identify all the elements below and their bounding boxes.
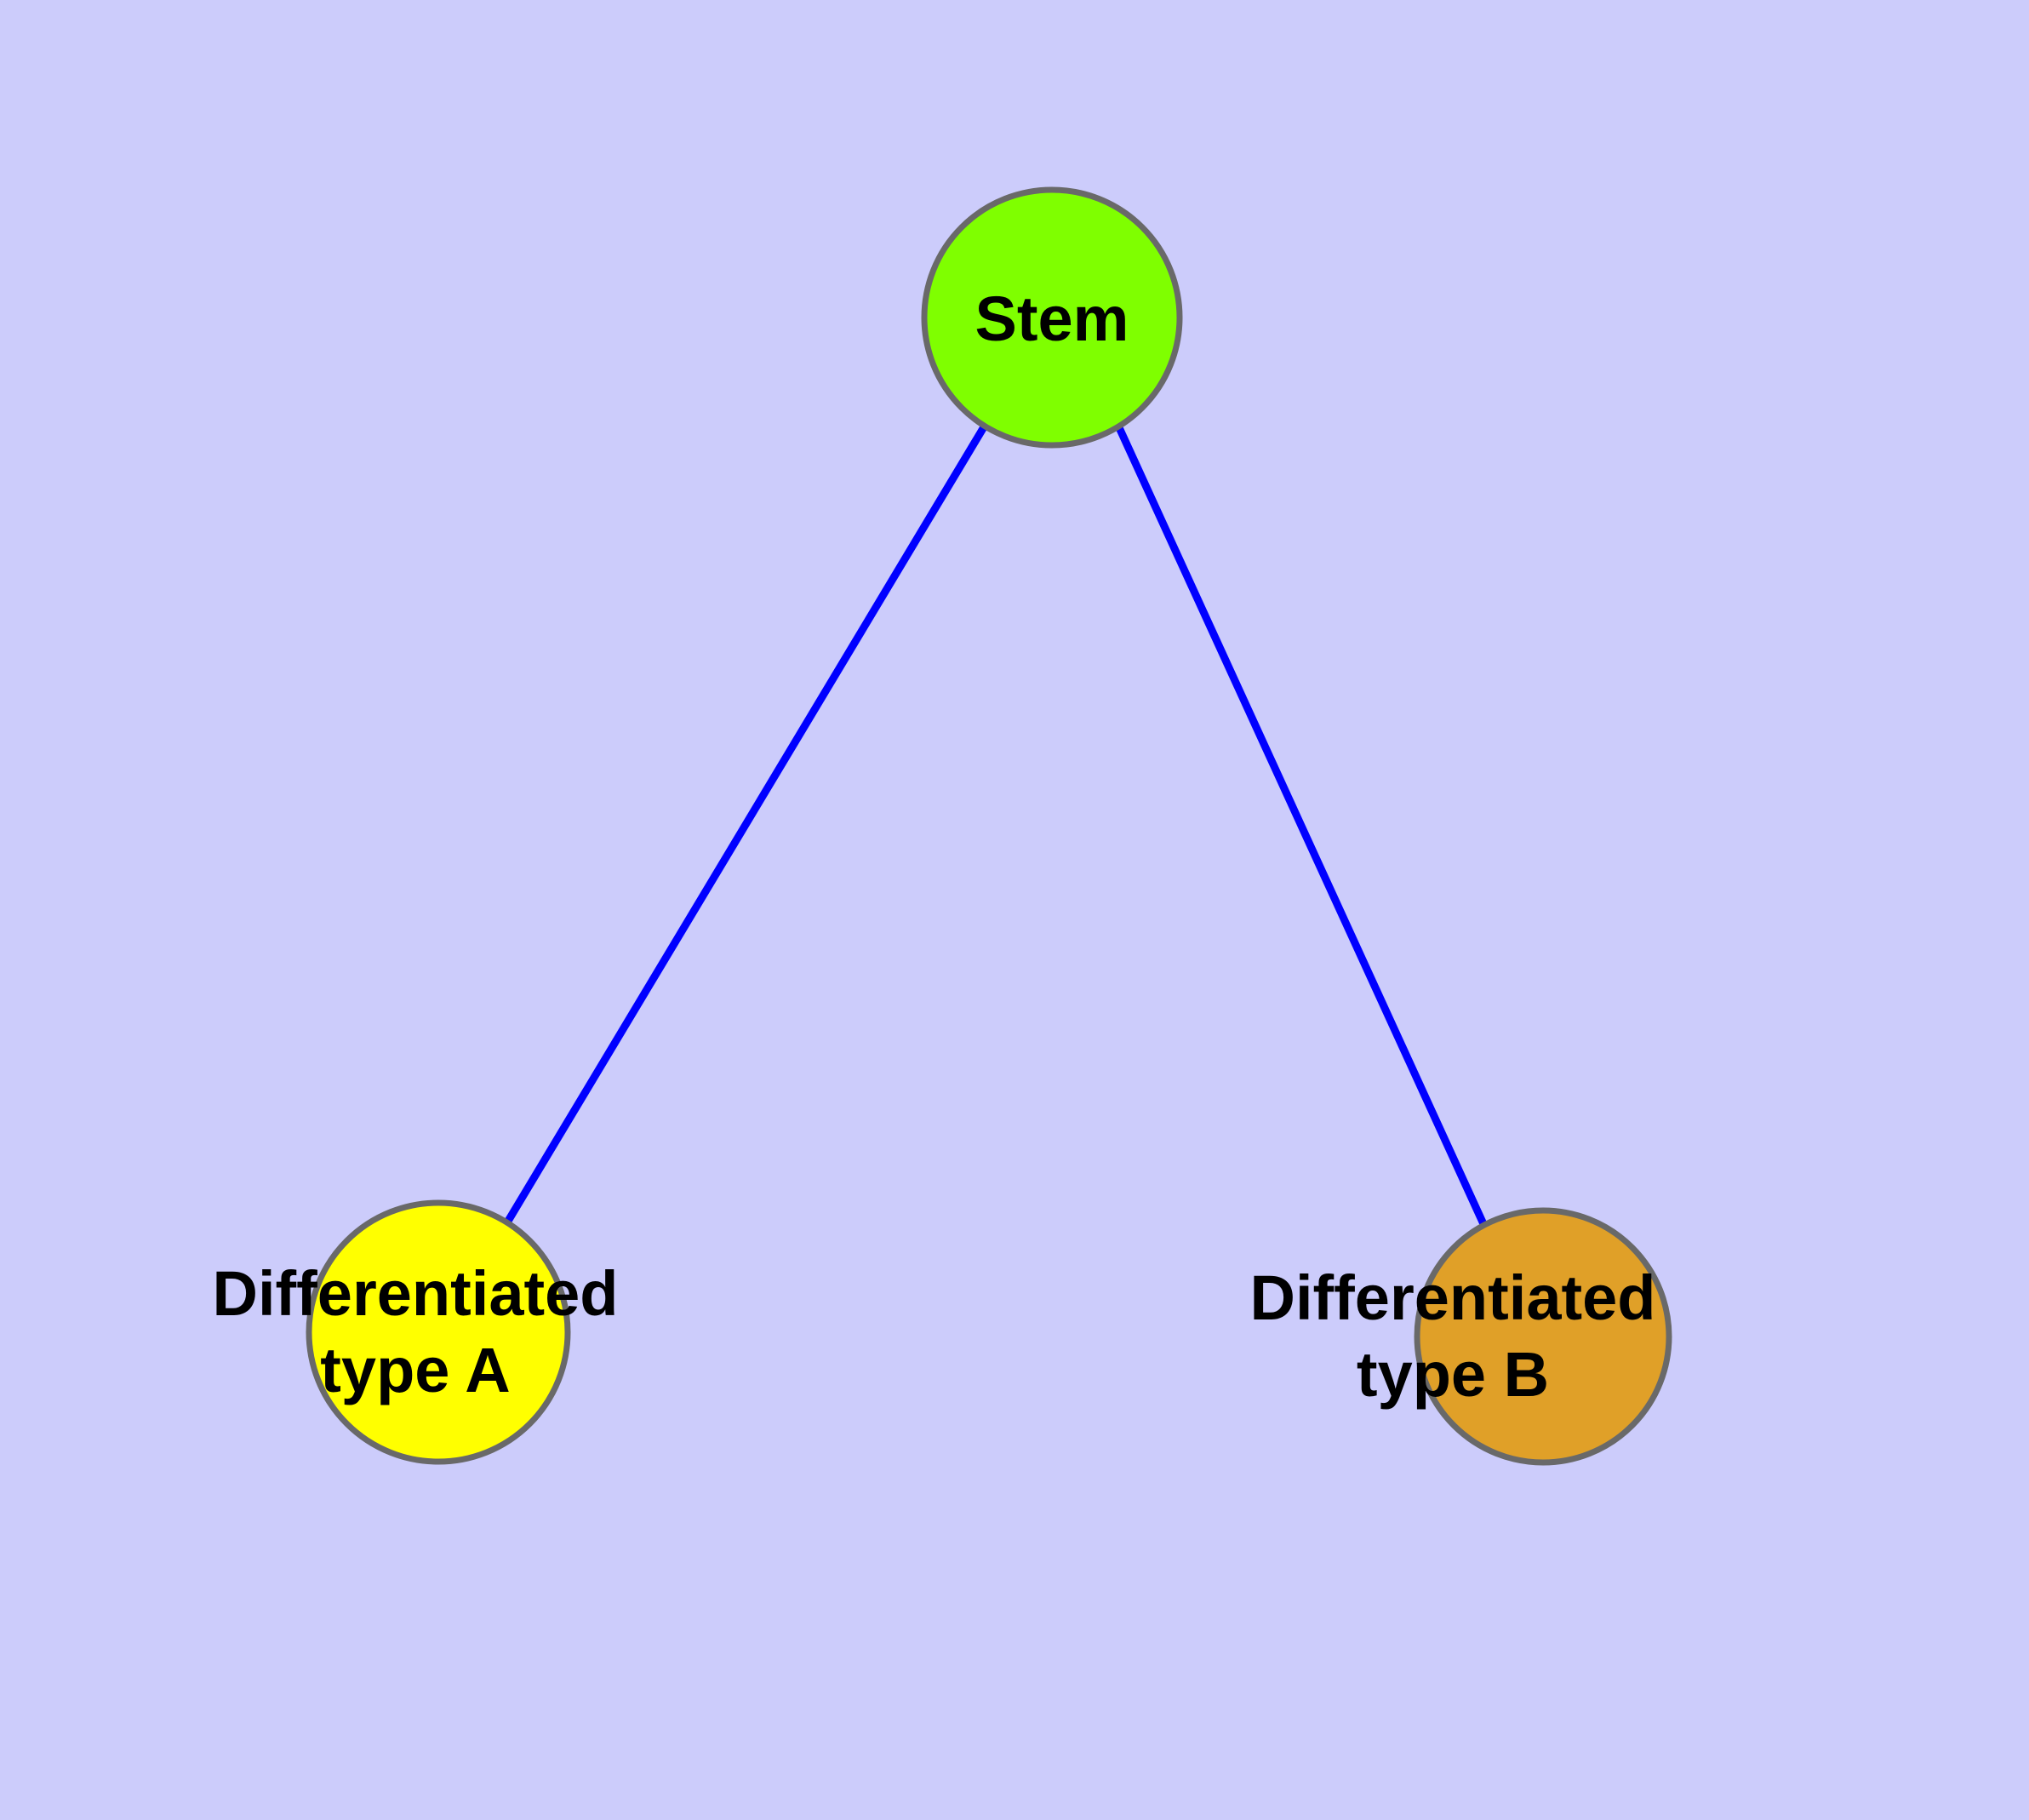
edge-stem-to-differentiated-type-a[interactable] (504, 423, 988, 1225)
node-label-line: Differentiated (213, 1258, 619, 1329)
node-label-line: Differentiated (1250, 1262, 1656, 1333)
node-differentiated-type-a[interactable] (306, 1199, 571, 1465)
edge-stem-to-differentiated-type-b[interactable] (1113, 422, 1489, 1228)
node-label-line: type A (320, 1335, 510, 1405)
edges-group (504, 422, 1489, 1228)
node-stem[interactable] (921, 186, 1183, 449)
node-label-line: Stem (975, 283, 1129, 354)
node-label-line: type B (1357, 1339, 1549, 1410)
nodes-group (306, 186, 1672, 1466)
node-label-stem: Stem (975, 283, 1129, 354)
node-differentiated-type-b[interactable] (1414, 1207, 1672, 1466)
